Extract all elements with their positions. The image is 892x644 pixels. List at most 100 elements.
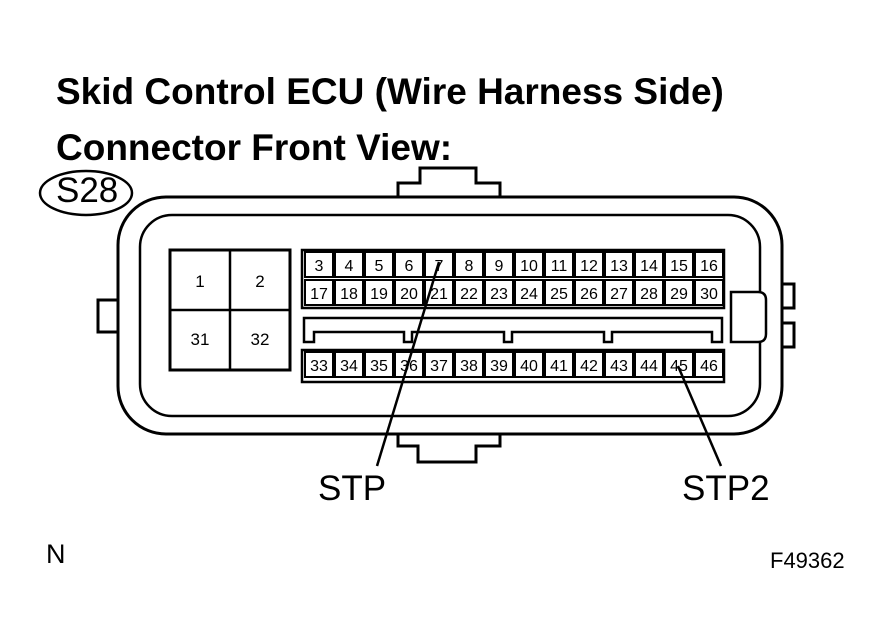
pin-label: 22: [460, 286, 478, 303]
pin-row-3: 3334353637383940414243444546: [304, 351, 724, 378]
pin-cell: 35: [364, 351, 394, 378]
pin-cell: 28: [634, 279, 664, 306]
pin-box: [334, 251, 364, 278]
corner-mark: N: [46, 539, 66, 569]
pin-cell: 14: [634, 251, 664, 278]
pin-box: [514, 251, 544, 278]
pin-cell: 5: [364, 251, 394, 278]
pin-cell: 36: [394, 351, 424, 378]
pin-label: 31: [191, 330, 210, 349]
pin-box: [394, 279, 424, 306]
pin-box: [574, 251, 604, 278]
pin-label: 11: [551, 258, 568, 275]
pin-label: 40: [520, 358, 538, 375]
pin-label: 13: [610, 258, 628, 275]
pin-box: [364, 351, 394, 378]
pin-box: [664, 251, 694, 278]
pin-box: [634, 251, 664, 278]
pin-cell: 12: [574, 251, 604, 278]
pin-label: 27: [610, 286, 628, 303]
pin-cell: 44: [634, 351, 664, 378]
pin-cell: 6: [394, 251, 424, 278]
pin-cell: 37: [424, 351, 454, 378]
pin-label: 41: [550, 358, 568, 375]
pin-box: [514, 351, 544, 378]
pin-label: 25: [550, 286, 568, 303]
pin-label: 19: [370, 286, 388, 303]
pin-cell: 39: [484, 351, 514, 378]
pin-cell: 8: [454, 251, 484, 278]
pin-cell: 10: [514, 251, 544, 278]
pin-label: 4: [345, 258, 354, 275]
pin-box: [544, 279, 574, 306]
pin-cell: 25: [544, 279, 574, 306]
pin-label: 6: [405, 258, 414, 275]
pin-box: [694, 279, 724, 306]
pin-label: 33: [310, 358, 328, 375]
large-pin-block: 1 2 31 32: [168, 248, 292, 372]
pin-box: [304, 279, 334, 306]
pin-label: 18: [340, 286, 358, 303]
pin-cell: 42: [574, 351, 604, 378]
pin-label: 24: [520, 286, 538, 303]
pin-box: [664, 351, 694, 378]
pin-label: 30: [700, 286, 718, 303]
pin-label: 9: [495, 258, 504, 275]
pin-box: [454, 279, 484, 306]
pin-label: 23: [490, 286, 508, 303]
pin-cell: 20: [394, 279, 424, 306]
pin-cell: 24: [514, 279, 544, 306]
pin-box: [694, 351, 724, 378]
pin-cell: 40: [514, 351, 544, 378]
pin-box: [304, 251, 334, 278]
stp2-leader-line: [676, 365, 723, 467]
right-latch: [729, 290, 768, 344]
pin-box: [634, 351, 664, 378]
pin-box: [484, 351, 514, 378]
pin-label: 5: [375, 258, 384, 275]
pin-label: 26: [580, 286, 598, 303]
pin-cell: 18: [334, 279, 364, 306]
pin-cell: 46: [694, 351, 724, 378]
pin-label: 34: [340, 358, 358, 375]
title-line-2: Connector Front View:: [56, 127, 453, 168]
pin-box: [574, 351, 604, 378]
pin-label: 35: [370, 358, 388, 375]
pin-box: [424, 351, 454, 378]
pin-box: [694, 251, 724, 278]
pin-box: [604, 351, 634, 378]
pin-label: 44: [640, 358, 658, 375]
guide-slot-outline: [302, 316, 724, 344]
pin-box: [394, 251, 424, 278]
pin-cell: 41: [544, 351, 574, 378]
pin-label: 28: [640, 286, 658, 303]
pin-label: 21: [430, 286, 448, 303]
pin-label: 17: [310, 286, 328, 303]
pin-label: 37: [430, 358, 448, 375]
pin-box: [664, 279, 694, 306]
stp-label: STP: [318, 469, 387, 508]
pin-label: 20: [400, 286, 418, 303]
pin-label: 46: [700, 358, 718, 375]
pin-box: [634, 279, 664, 306]
pin-box: [304, 351, 334, 378]
pin-label: 39: [490, 358, 508, 375]
pin-cell: 19: [364, 279, 394, 306]
pin-cell: 13: [604, 251, 634, 278]
pin-cell: 27: [604, 279, 634, 306]
pin-box: [454, 251, 484, 278]
pin-box: [604, 251, 634, 278]
pin-cell: 30: [694, 279, 724, 306]
stp2-label: STP2: [682, 469, 770, 508]
pin-box: [574, 279, 604, 306]
pin-box: [544, 251, 574, 278]
pin-cell: 38: [454, 351, 484, 378]
pin-cell: 9: [484, 251, 514, 278]
pin-box: [364, 251, 394, 278]
pin-cell: 15: [664, 251, 694, 278]
connector-id-ellipse: [38, 169, 134, 217]
